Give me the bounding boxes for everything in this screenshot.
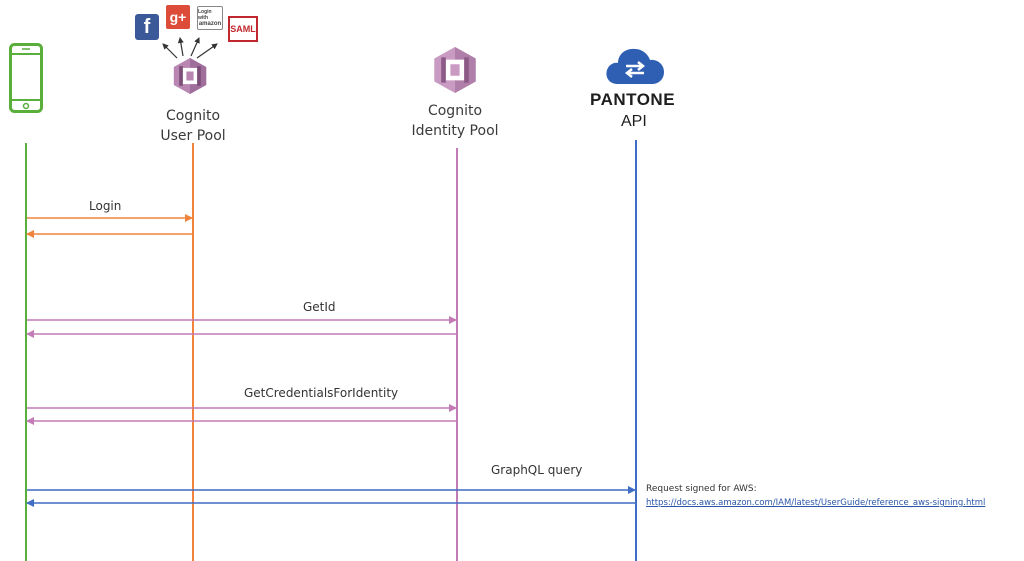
user-pool-label: Cognito User Pool [143, 106, 243, 146]
amazon-logo: Login with amazon [197, 6, 223, 30]
graphql-message-label: GraphQL query [491, 463, 583, 477]
facebook-logo-text: f [143, 15, 151, 38]
signing-docs-link[interactable]: https://docs.aws.amazon.com/IAM/latest/U… [646, 498, 986, 508]
cloud-exchange-icon [606, 48, 664, 84]
google-plus-logo: g+ [166, 5, 190, 29]
provider-arrows [162, 37, 218, 59]
cognito-identity-pool-icon [434, 47, 476, 93]
mobile-phone-icon [9, 43, 43, 113]
identity-pool-label-line1: Cognito [427, 103, 483, 119]
identity-pool-label: Cognito Identity Pool [395, 101, 515, 141]
saml-logo-text: SAML [230, 24, 256, 34]
signing-note-title: Request signed for AWS: [646, 484, 757, 494]
user-pool-label-line2: User Pool [160, 128, 226, 144]
cognito-user-pool-icon [173, 58, 207, 94]
login-message-label: Login [89, 199, 122, 213]
getid-message-label: GetId [303, 300, 336, 314]
api-label: API [621, 113, 647, 130]
identity-pool-label-line2: Identity Pool [411, 123, 499, 139]
facebook-logo: f [135, 14, 159, 40]
saml-logo: SAML [228, 16, 258, 42]
google-plus-logo-text: g+ [169, 9, 187, 25]
pantone-brand: PANTONE [590, 90, 676, 109]
getcredentials-message-label: GetCredentialsForIdentity [244, 386, 399, 400]
amazon-logo-line2: amazon [198, 21, 222, 27]
user-pool-label-line1: Cognito [165, 108, 221, 124]
amazon-logo-line1: Login with [198, 9, 212, 21]
